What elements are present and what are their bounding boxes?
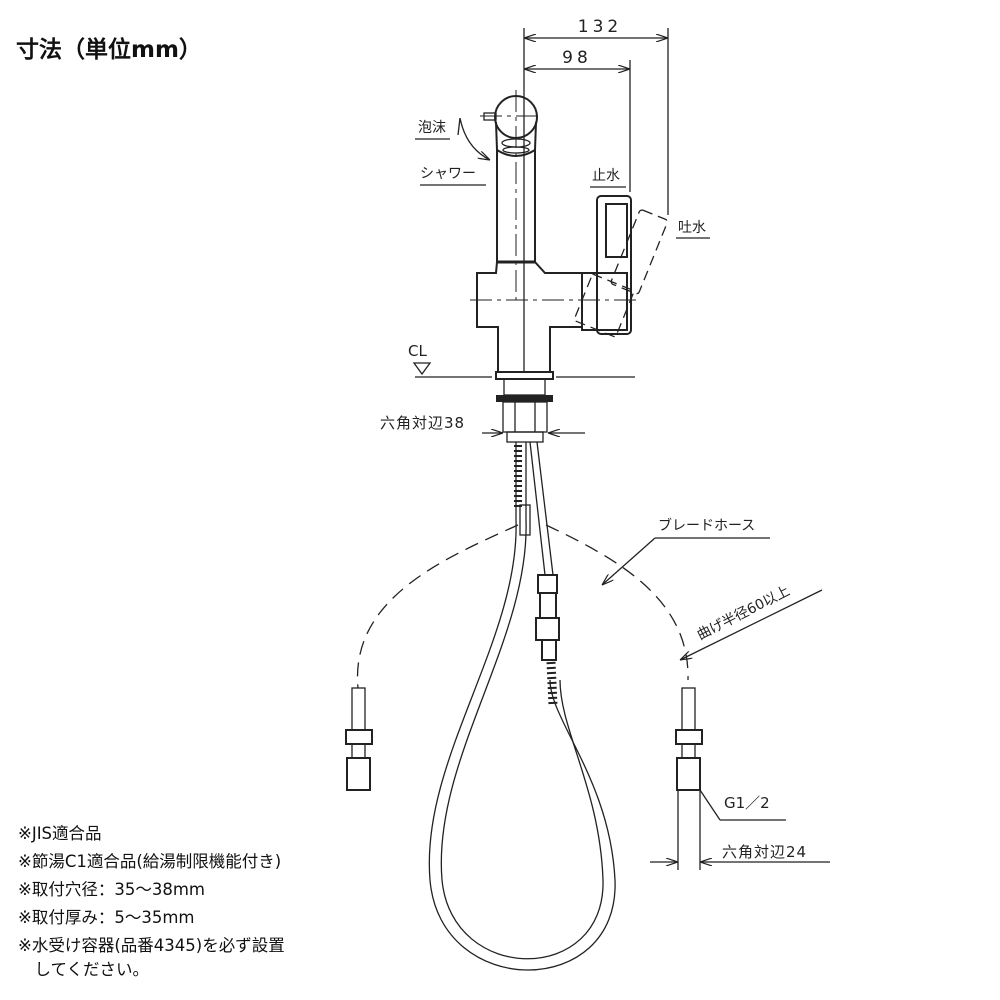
dimension-label-132: 132: [578, 17, 622, 37]
dimension-hex-24: 六角対辺24: [650, 790, 830, 870]
svg-text:六角対辺38: 六角対辺38: [380, 414, 465, 432]
valve-right: [675, 687, 703, 791]
svg-text:G1／2: G1／2: [724, 794, 770, 812]
lever: [572, 195, 668, 339]
label-braided-hose: ブレードホース: [602, 517, 770, 585]
svg-text:曲げ半径60以上: 曲げ半径60以上: [695, 583, 793, 643]
note: してください。: [18, 960, 150, 979]
centerline-label: CL: [408, 342, 427, 360]
valve-left: [345, 687, 373, 791]
svg-text:止水: 止水: [592, 168, 620, 184]
label-stop: 止水: [590, 168, 626, 188]
page-title: 寸法（単位mm）: [16, 37, 202, 63]
label-foam: 泡沫: [415, 117, 490, 160]
label-shower: シャワー: [420, 166, 486, 186]
svg-text:シャワー: シャワー: [420, 166, 476, 182]
note: ※取付厚み：5〜35mm: [18, 908, 195, 927]
label-thread: G1／2: [699, 789, 786, 821]
svg-text:泡沫: 泡沫: [418, 120, 446, 136]
svg-text:ブレードホース: ブレードホース: [658, 517, 755, 534]
note: ※水受け容器(品番4345)を必ず設置: [18, 936, 285, 955]
label-discharge: 吐水: [676, 220, 710, 239]
dimension-98: 98: [524, 48, 631, 192]
dimension-132: 132: [523, 17, 669, 372]
note: ※JIS適合品: [18, 824, 102, 843]
supply-hoses: [356, 524, 689, 689]
svg-text:六角対辺24: 六角対辺24: [722, 843, 807, 861]
label-bend-radius: 曲げ半径60以上: [680, 583, 823, 660]
dimension-hex-38: 六角対辺38: [380, 414, 585, 433]
note: ※取付穴径：35〜38mm: [18, 880, 205, 899]
hose-loop: [428, 441, 616, 971]
centerline-marker: CL: [408, 342, 432, 376]
notes: ※JIS適合品 ※節湯C1適合品(給湯制限機能付き) ※取付穴径：35〜38mm…: [18, 820, 285, 984]
svg-text:吐水: 吐水: [678, 220, 706, 236]
note: ※節湯C1適合品(給湯制限機能付き): [18, 852, 282, 871]
faucet-body: [415, 90, 640, 443]
dimension-label-98: 98: [562, 48, 592, 68]
